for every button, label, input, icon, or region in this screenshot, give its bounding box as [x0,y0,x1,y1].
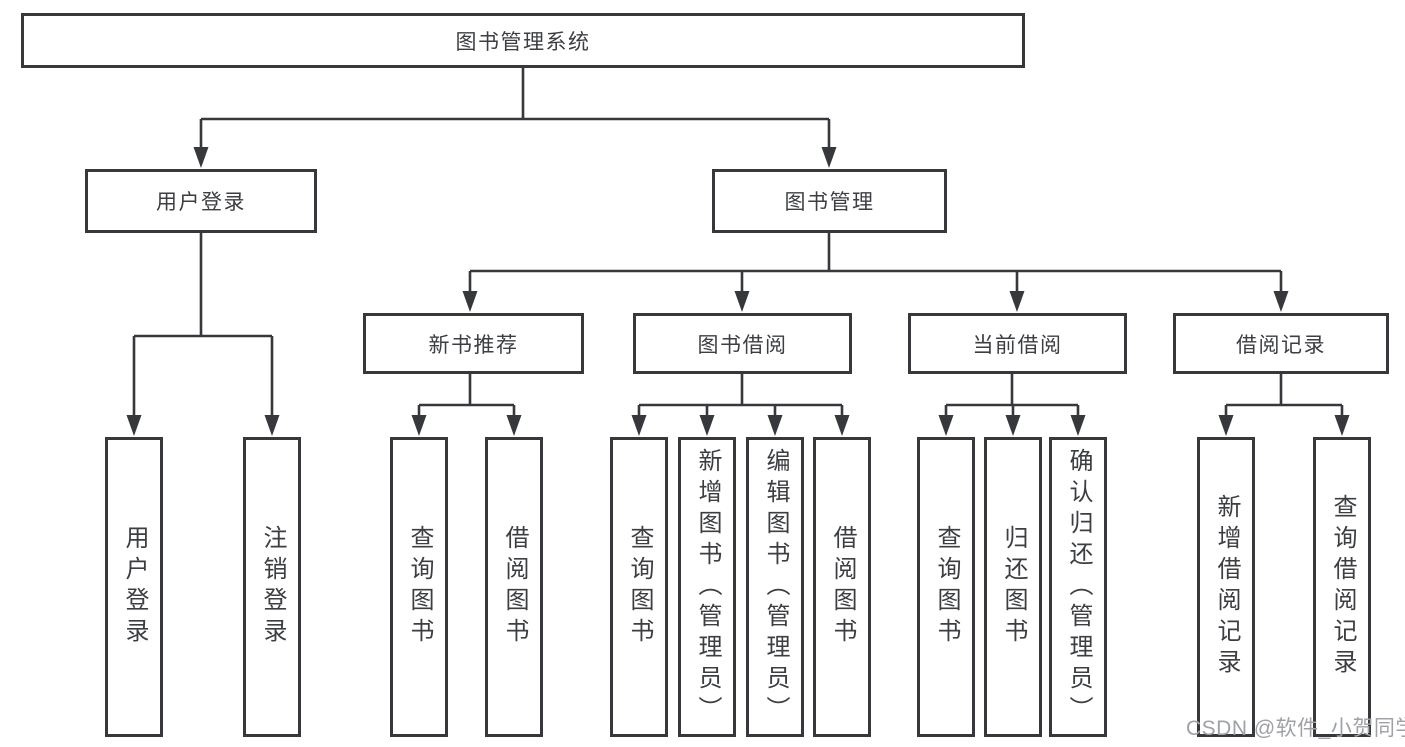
node-label: 注销登录 [259,525,286,649]
node-root-system: 图书管理系统 [21,13,1025,68]
edge-userlogin-to-leaves [126,233,280,436]
edge-bookmgmt-to-modules [462,232,1289,312]
leaf-return-books: 归还图书 [984,437,1042,737]
leaf-user-login: 用户登录 [105,437,163,737]
node-label: 图书管理系统 [455,30,591,54]
node-label: 编辑图书（管理员） [762,447,789,727]
node-label: 借阅记录 [1236,333,1326,357]
node-label: 用户登录 [121,525,148,649]
node-label: 查询图书 [406,525,433,649]
leaf-query-books-recommend: 查询图书 [390,437,448,737]
node-label: 借阅图书 [829,525,856,649]
edge-current-to-leaves [938,374,1086,436]
node-user-login-branch: 用户登录 [85,169,317,233]
leaf-borrow-books-recommend: 借阅图书 [485,437,543,737]
node-label: 图书借阅 [697,333,788,357]
node-label: 用户登录 [156,191,246,214]
leaf-edit-books-admin: 编辑图书（管理员） [746,437,804,737]
node-label: 图书管理 [784,191,875,214]
leaf-query-books-current: 查询图书 [917,437,975,737]
edge-borrowing-to-leaves [631,374,850,436]
leaf-query-books-borrowing: 查询图书 [610,437,668,737]
node-book-borrowing: 图书借阅 [633,313,852,374]
edge-records-to-leaves [1218,374,1350,436]
node-label: 新增图书（管理员） [694,447,721,727]
leaf-borrow-books: 借阅图书 [813,437,871,737]
edge-newbooks-to-leaves [411,374,522,436]
leaf-add-borrow-record: 新增借阅记录 [1197,437,1255,737]
node-borrow-records: 借阅记录 [1173,313,1389,374]
node-new-book-recommend: 新书推荐 [363,313,584,374]
node-label: 当前借阅 [972,333,1063,357]
node-book-management-branch: 图书管理 [712,169,947,233]
node-label: 借阅图书 [501,525,528,649]
edge-root-to-branches [193,68,837,168]
node-label: 新书推荐 [428,333,519,357]
node-current-borrowing: 当前借阅 [908,313,1127,374]
leaf-add-books-admin: 新增图书（管理员） [678,437,736,737]
leaf-query-borrow-record: 查询借阅记录 [1313,437,1371,737]
node-label: 归还图书 [1000,525,1027,649]
leaf-logout: 注销登录 [243,437,301,737]
node-label: 查询借阅记录 [1329,494,1356,680]
leaf-confirm-return-admin: 确认归还（管理员） [1049,437,1107,737]
node-label: 确认归还（管理员） [1065,447,1092,727]
node-label: 查询图书 [626,525,653,649]
csdn-watermark: CSDN @软件_小贺同学 [1186,717,1405,740]
node-label: 新增借阅记录 [1213,494,1240,680]
node-label: 查询图书 [933,525,960,649]
